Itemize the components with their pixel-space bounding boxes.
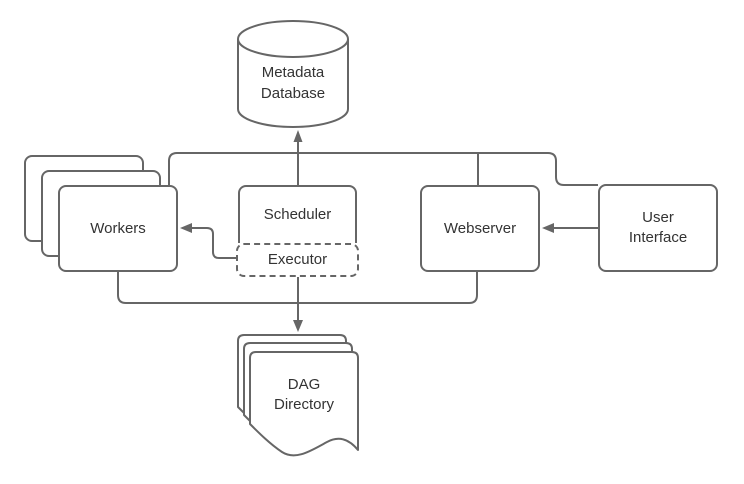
node-executor: Executor [236, 243, 359, 277]
arrowhead-to-workers [180, 223, 192, 233]
webserver-label: Webserver [443, 219, 517, 237]
user-interface-label-line2: Interface [628, 229, 688, 246]
user-interface-label-line1: User [642, 209, 674, 226]
node-workers: Workers [58, 185, 178, 272]
scheduler-label: Scheduler [263, 206, 332, 223]
node-user-interface: User Interface [598, 184, 718, 272]
workers-label: Workers [90, 219, 146, 237]
executor-label: Executor [267, 251, 328, 268]
database-cylinder-body [237, 39, 349, 128]
connector-top-bus [168, 152, 598, 186]
node-webserver: Webserver [420, 185, 540, 272]
arrowhead-to-dag-directory [293, 320, 303, 332]
user-interface-label: User Interface [629, 208, 687, 248]
node-scheduler: Scheduler [238, 185, 357, 243]
document-shape-front [249, 351, 359, 457]
database-cylinder-top [237, 20, 349, 58]
arrowhead-to-database [293, 130, 303, 142]
arrowhead-to-webserver [542, 223, 554, 233]
connector-executor-to-workers [192, 227, 237, 259]
